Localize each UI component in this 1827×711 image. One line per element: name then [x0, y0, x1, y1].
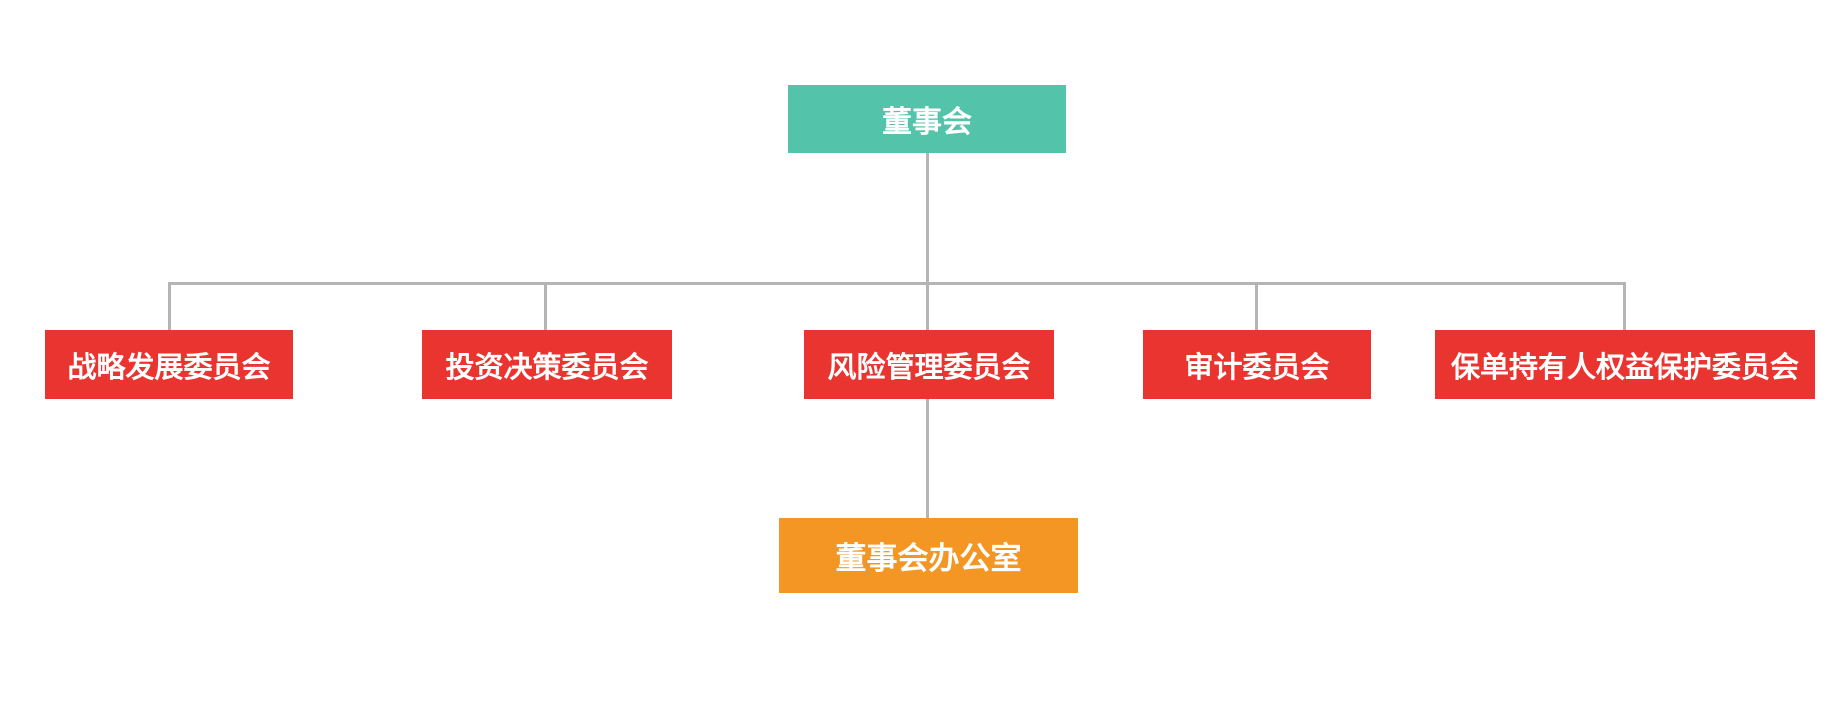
connector-drop-policyholder	[1623, 282, 1626, 330]
node-board: 董事会	[788, 85, 1066, 153]
connector-office-stem	[926, 399, 929, 518]
node-audit-committee: 审计委员会	[1143, 330, 1371, 399]
node-risk-management-committee: 风险管理委员会	[804, 330, 1054, 399]
connector-drop-risk	[926, 282, 929, 330]
node-investment-decision-committee: 投资决策委员会	[422, 330, 672, 399]
connector-drop-strategy	[168, 282, 171, 330]
connector-drop-audit	[1255, 282, 1258, 330]
connector-board-stem	[926, 153, 929, 283]
node-board-office: 董事会办公室	[779, 518, 1078, 593]
connector-horizontal	[168, 282, 1626, 285]
node-policyholder-rights-protection-committee: 保单持有人权益保护委员会	[1435, 330, 1815, 399]
connector-drop-investment	[544, 282, 547, 330]
node-strategy-development-committee: 战略发展委员会	[45, 330, 293, 399]
